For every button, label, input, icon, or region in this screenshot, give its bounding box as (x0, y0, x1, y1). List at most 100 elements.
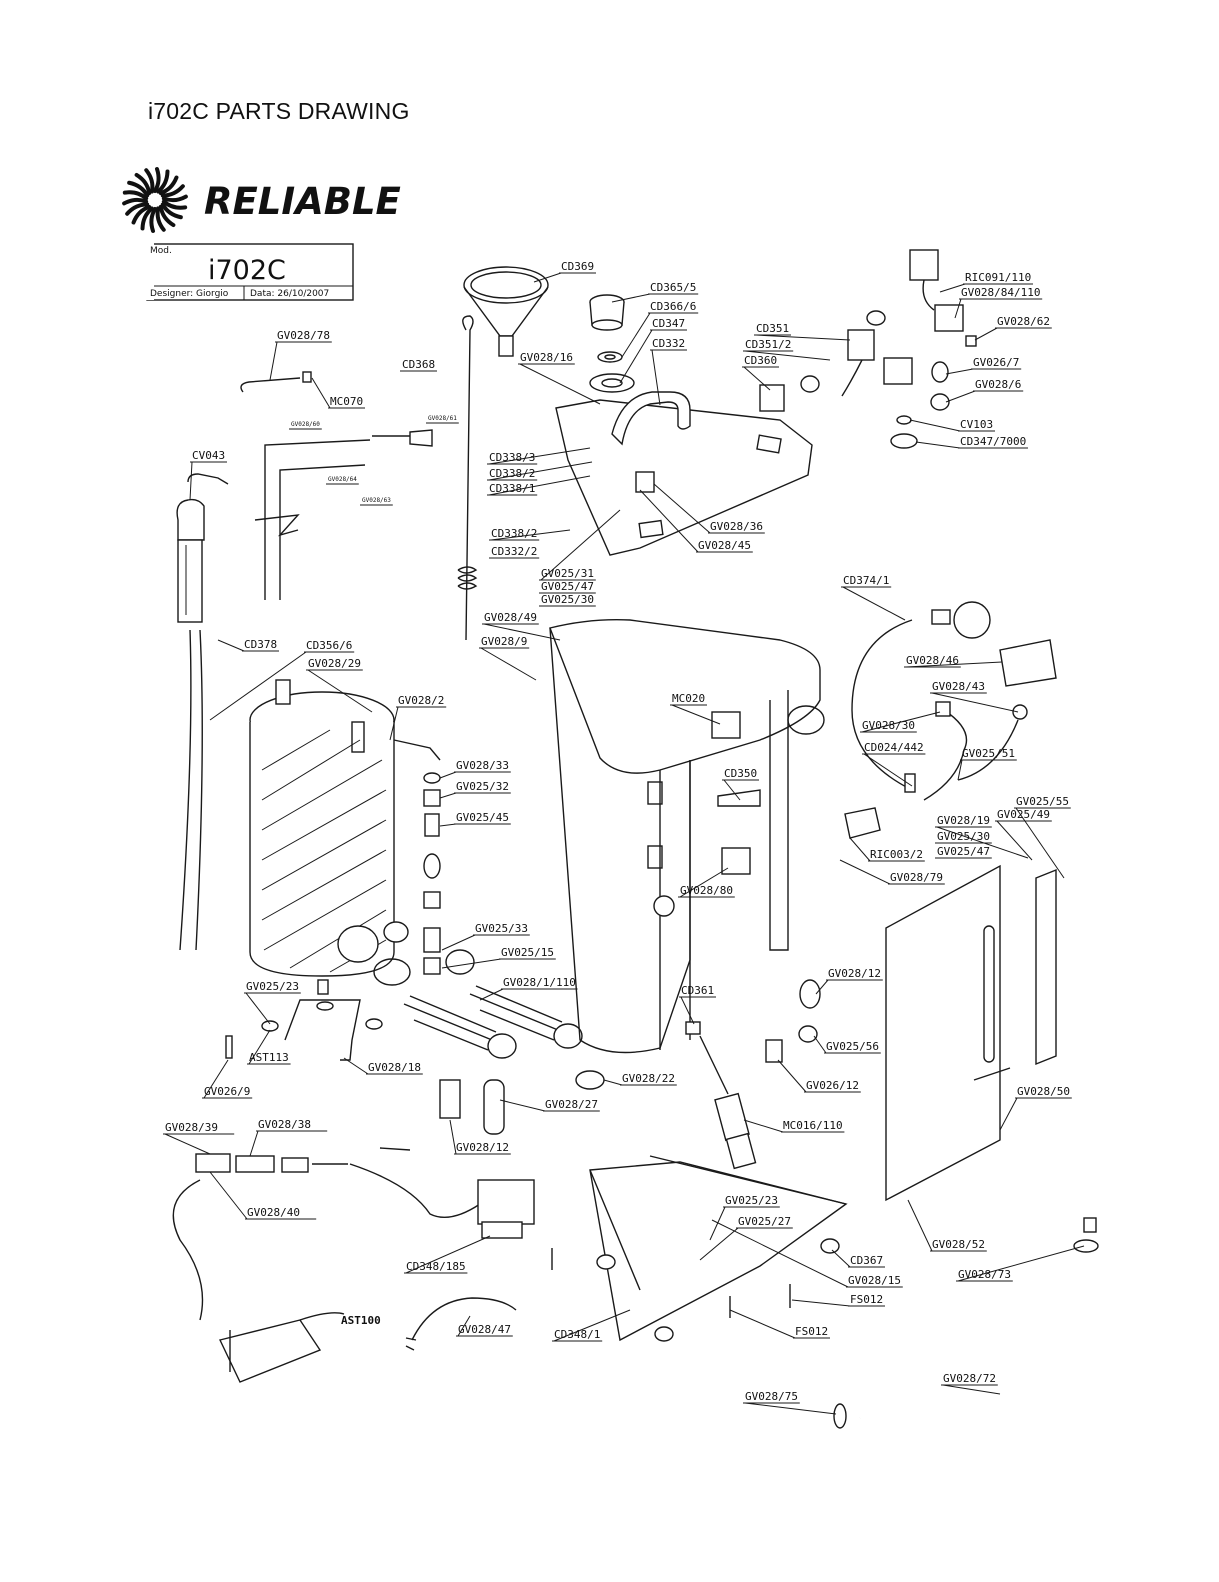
leader-line (619, 329, 653, 384)
leader-line (954, 298, 962, 319)
part-label: GV028/50 (1017, 1085, 1070, 1098)
part-label: GV028/2 (398, 694, 444, 707)
leader-line (699, 1227, 739, 1261)
leader-line (957, 1245, 1085, 1282)
part-label: GV028/46 (906, 654, 959, 667)
part-label: GV028/18 (368, 1061, 421, 1074)
part-label: GV025/55 (1016, 795, 1069, 808)
part-label: GV028/63 (362, 497, 391, 504)
part-label: GV025/33 (475, 922, 528, 935)
sunburst-logo-icon (122, 167, 188, 233)
part-label: CD369 (561, 260, 594, 273)
part-label: GV028/62 (997, 315, 1050, 328)
part-label: GV028/47 (458, 1323, 511, 1336)
part-label: GV028/80 (680, 884, 733, 897)
designer: Designer: Giorgio (150, 289, 229, 299)
leader-line (439, 792, 457, 799)
leader-line (189, 461, 193, 501)
leader-line (483, 623, 561, 641)
leader-line (249, 1130, 259, 1157)
boiler-tank (249, 679, 441, 977)
part-label: FS012 (795, 1325, 828, 1338)
date: Data: 26/10/2007 (250, 289, 329, 299)
page-title: i702C PARTS DRAWING (148, 98, 410, 124)
leader-line (861, 711, 941, 733)
part-label: GV028/6 (975, 378, 1021, 391)
part-label: CD368 (402, 358, 435, 371)
part-label: GV025/47 (937, 845, 990, 858)
steam-wand-part (457, 315, 478, 641)
leader-line (996, 820, 1033, 861)
part-label: GV028/1/110 (503, 976, 576, 989)
leader-line (839, 859, 891, 885)
pressure-gauge (844, 601, 1057, 839)
part-label: MC070 (330, 395, 363, 408)
leader-line (905, 661, 1003, 668)
part-label: GV028/38 (258, 1118, 311, 1131)
part-label: GV028/16 (520, 351, 573, 364)
part-label: GV028/27 (545, 1098, 598, 1111)
leader-line (480, 647, 537, 681)
part-label: GV026/7 (973, 356, 1019, 369)
part-label: GV028/15 (848, 1274, 901, 1287)
leader-line (709, 1206, 726, 1241)
leader-line (813, 1035, 827, 1054)
part-label: CD351 (756, 322, 789, 335)
leader-line (653, 483, 711, 534)
leader-line (679, 867, 729, 898)
part-label: GV028/52 (932, 1238, 985, 1251)
part-label: CD366/6 (650, 300, 696, 313)
part-label: GV025/32 (456, 780, 509, 793)
leader-line (755, 334, 851, 341)
part-label: CD374/1 (843, 574, 889, 587)
leader-line (671, 704, 721, 725)
leader-line (389, 706, 399, 741)
water-hose (833, 1217, 1099, 1429)
part-label: GV028/73 (958, 1268, 1011, 1281)
part-label: FS012 (850, 1293, 883, 1306)
part-label: GV028/19 (937, 814, 990, 827)
part-label: CD360 (744, 354, 777, 367)
part-label: GV028/36 (710, 520, 763, 533)
steam-pipes (240, 371, 433, 600)
part-label: GV028/33 (456, 759, 509, 772)
leader-line (744, 350, 831, 361)
power-cord (685, 1021, 757, 1170)
leader-line (439, 771, 457, 779)
part-label: CD348/1 (554, 1328, 600, 1341)
leader-line (777, 1059, 807, 1093)
part-label: CD365/5 (650, 281, 696, 294)
part-label: GV025/49 (997, 808, 1050, 821)
leader-line (245, 992, 271, 1025)
part-label: CD348/185 (406, 1260, 466, 1273)
leader-line (269, 341, 278, 381)
part-label: MC020 (672, 692, 705, 705)
leader-line (931, 692, 1019, 713)
leader-line (533, 272, 562, 283)
boiler-fittings (337, 772, 475, 986)
wire-harness (405, 1297, 517, 1351)
leader-line (488, 461, 593, 481)
part-label: MC016/110 (783, 1119, 843, 1132)
part-label: GV028/84/110 (961, 286, 1040, 299)
part-label: GV028/22 (622, 1072, 675, 1085)
part-label: CD338/1 (489, 482, 535, 495)
part-label: GV028/78 (277, 329, 330, 342)
top-cover-plate (555, 391, 813, 556)
leader-line (540, 509, 621, 581)
leader-line (743, 1119, 784, 1133)
valve-knob-part (589, 294, 635, 393)
leader-lines (164, 272, 1085, 1415)
leader-line (405, 1235, 491, 1274)
leader-line (603, 1079, 623, 1086)
leader-line (519, 363, 601, 405)
part-label: CD350 (724, 767, 757, 780)
leader-line (488, 475, 591, 496)
leader-line (441, 958, 502, 969)
part-label: GV028/79 (890, 871, 943, 884)
part-label: CD347 (652, 317, 685, 330)
leader-line (863, 753, 913, 787)
leader-line (621, 312, 651, 358)
part-label: GV025/30 (541, 593, 594, 606)
leader-line (729, 1309, 796, 1339)
